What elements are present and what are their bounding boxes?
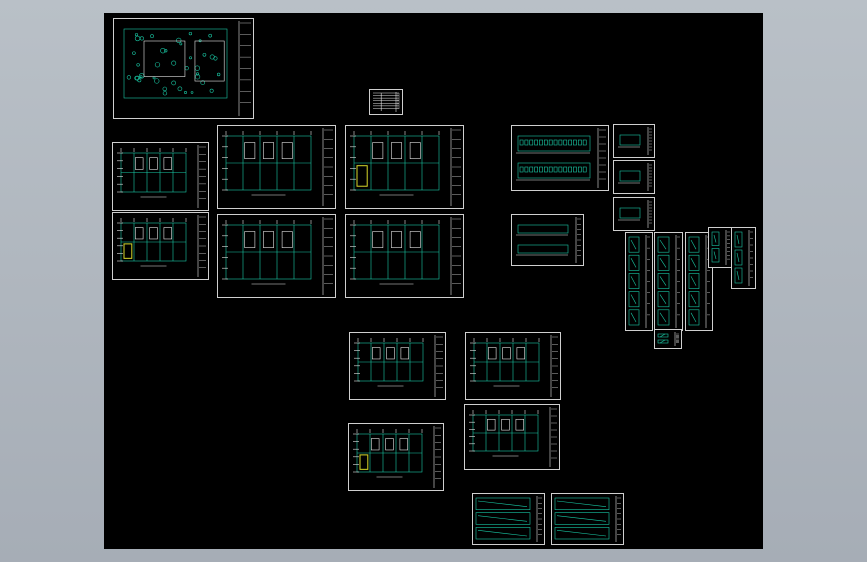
- sheet-legend-table[interactable]: [369, 89, 403, 115]
- sheet-detail-sheet-1[interactable]: [472, 493, 545, 545]
- sheet-floor-plan-6[interactable]: [345, 214, 464, 298]
- sheet-detail-small[interactable]: [654, 329, 682, 349]
- sheet-floor-plan-1[interactable]: [112, 142, 209, 211]
- sheet-floor-plan-3[interactable]: [217, 125, 336, 209]
- sheet-drawing-detail-col-5: [734, 230, 753, 286]
- sheet-drawing-floor-plan-1: [117, 145, 206, 208]
- sheet-detail-col-2[interactable]: [654, 232, 683, 331]
- sheet-detail-col-1[interactable]: [625, 232, 653, 331]
- sheet-section-2[interactable]: [613, 160, 655, 194]
- sheet-plan-mid-2[interactable]: [465, 332, 561, 400]
- sheet-detail-col-4[interactable]: [708, 227, 733, 268]
- sheet-drawing-section-1: [618, 127, 652, 155]
- sheet-drawing-detail-col-1: [628, 235, 650, 328]
- cad-drawing-canvas[interactable]: [104, 13, 763, 549]
- sheet-drawing-floor-plan-3: [222, 128, 333, 206]
- sheet-drawing-legend-table: [373, 92, 400, 112]
- sheet-drawing-plan-mid-4: [469, 407, 557, 467]
- sheet-drawing-section-3: [618, 200, 652, 228]
- sheet-drawing-plan-mid-1: [354, 335, 443, 397]
- sheet-drawing-detail-sheet-1: [475, 496, 542, 542]
- sheet-section-3[interactable]: [613, 197, 655, 231]
- sheet-elevation-1[interactable]: [511, 125, 609, 191]
- sheet-floor-plan-4[interactable]: [217, 214, 336, 298]
- sheet-drawing-detail-small: [657, 332, 679, 346]
- sheet-plan-mid-4[interactable]: [464, 404, 560, 470]
- sheet-elevation-2[interactable]: [511, 214, 584, 266]
- sheet-detail-col-5[interactable]: [731, 227, 756, 289]
- sheet-floor-plan-2[interactable]: [112, 212, 209, 280]
- sheet-plan-mid-1[interactable]: [349, 332, 446, 400]
- sheet-drawing-floor-plan-2: [117, 215, 206, 277]
- sheet-drawing-detail-col-2: [657, 235, 680, 328]
- sheet-floor-plan-5[interactable]: [345, 125, 464, 209]
- sheet-drawing-elevation-1: [516, 128, 606, 188]
- sheet-drawing-elevation-2: [516, 217, 581, 263]
- sheet-detail-sheet-2[interactable]: [551, 493, 624, 545]
- sheet-section-1[interactable]: [613, 124, 655, 158]
- sheet-drawing-floor-plan-6: [350, 217, 461, 295]
- sheet-drawing-floor-plan-5: [350, 128, 461, 206]
- sheet-site-plan[interactable]: [113, 18, 254, 119]
- sheet-drawing-plan-mid-2: [470, 335, 558, 397]
- sheet-drawing-floor-plan-4: [222, 217, 333, 295]
- sheet-drawing-site-plan: [123, 21, 251, 116]
- sheet-drawing-detail-col-3: [688, 235, 710, 328]
- sheet-plan-mid-3[interactable]: [348, 423, 444, 491]
- sheet-drawing-detail-sheet-2: [554, 496, 621, 542]
- sheet-drawing-section-2: [618, 163, 652, 191]
- sheet-drawing-detail-col-4: [711, 230, 730, 265]
- sheet-drawing-plan-mid-3: [353, 426, 441, 488]
